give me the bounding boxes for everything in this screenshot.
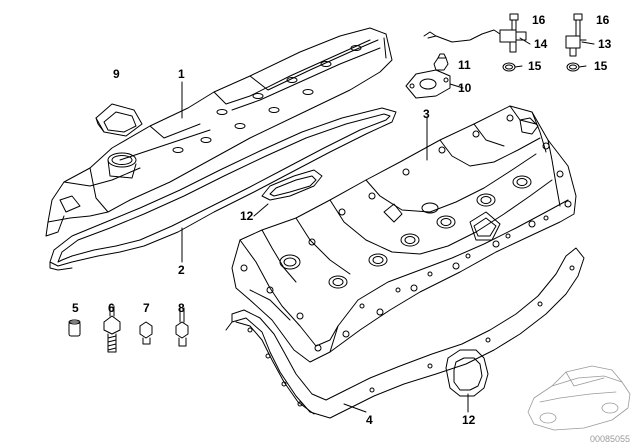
document-number: 00085055 (590, 434, 631, 444)
part-12-seal-upper (261, 169, 323, 201)
callout-10: 10 (458, 81, 472, 95)
part-10-cover-plate (405, 69, 451, 99)
callout-5: 5 (72, 301, 79, 315)
part-1-cylinder-head-cover (45, 27, 393, 237)
callout-13: 13 (598, 37, 612, 51)
callout-15-right: 15 (594, 59, 608, 73)
part-4-gasket-lower (225, 247, 585, 419)
part-5-plug (68, 319, 81, 337)
callout-12-upper: 12 (240, 209, 254, 223)
part-14-sensor (423, 29, 527, 53)
car-thumbnail (527, 365, 631, 431)
callout-8: 8 (178, 301, 185, 315)
part-6-stud-bolt (103, 305, 121, 353)
part-7-nut (139, 321, 153, 345)
part-16-screws (509, 13, 583, 37)
callout-9: 9 (113, 67, 120, 81)
callout-3: 3 (423, 107, 430, 121)
part-9-oil-filler-cap (95, 103, 143, 137)
callout-16-right: 16 (596, 13, 610, 27)
part-13-sensor (565, 35, 587, 57)
callout-7: 7 (143, 301, 150, 315)
part-3-cylinder-head-cover-lower (231, 105, 577, 363)
callout-2: 2 (178, 263, 185, 277)
callout-12-lower: 12 (462, 413, 476, 427)
leader-lines (181, 37, 595, 413)
part-11-plug (433, 53, 449, 71)
callout-6: 6 (108, 301, 115, 315)
callout-16-left: 16 (532, 13, 546, 27)
callout-4: 4 (366, 413, 373, 427)
part-12-seal-lower (445, 349, 489, 397)
callout-11: 11 (458, 58, 471, 72)
callout-14: 14 (534, 37, 548, 51)
part-2-gasket-upper (49, 107, 397, 271)
callout-15-left: 15 (528, 59, 542, 73)
callout-1: 1 (178, 67, 185, 81)
